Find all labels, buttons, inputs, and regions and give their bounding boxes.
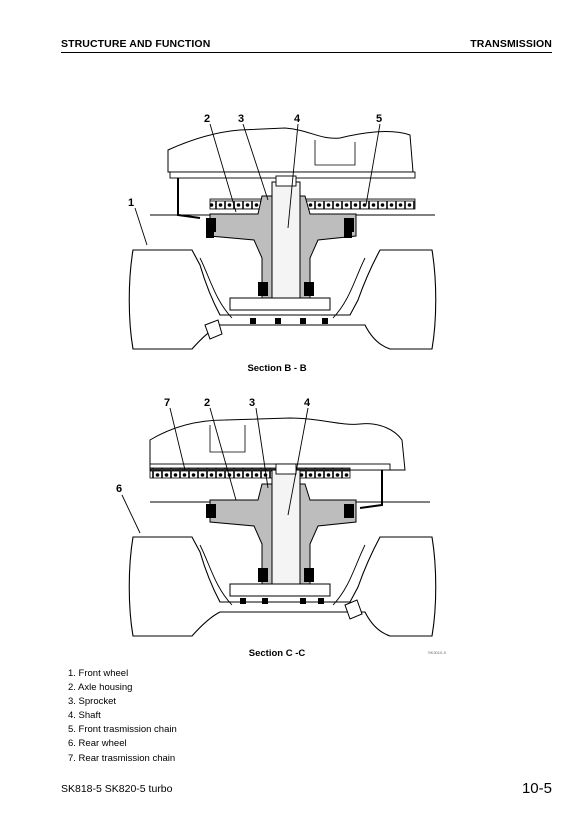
section-c-c-drawing: 7 2 3 4 6 <box>116 397 437 637</box>
callout-7: 7 <box>164 397 170 409</box>
legend-item: 2. Axle housing <box>68 682 133 694</box>
legend-item: 4. Shaft <box>68 710 101 722</box>
footer-model: SK818-5 SK820-5 turbo <box>61 783 173 795</box>
callout-5: 5 <box>376 113 382 125</box>
header-section-title: STRUCTURE AND FUNCTION <box>61 38 211 50</box>
figure-code: SK3010-5 <box>428 650 446 655</box>
callout-1: 1 <box>128 197 134 209</box>
section-c-c-caption: Section C -C <box>248 648 306 659</box>
footer-page-number: 10-5 <box>521 780 552 797</box>
callout-2: 2 <box>204 113 210 125</box>
legend-item: 1. Front wheel <box>68 668 129 679</box>
legend-item: 3. Sprocket <box>68 696 117 708</box>
parts-legend: 1. Front wheel 2. Axle housing 3. Sprock… <box>68 667 177 766</box>
callout-3b: 3 <box>249 397 255 409</box>
section-b-b-drawing: 1 2 3 4 5 <box>128 113 437 350</box>
legend-item: 7. Rear trasmission chain <box>68 752 176 764</box>
callout-2b: 2 <box>204 397 210 409</box>
callout-3: 3 <box>238 113 244 125</box>
header-rule <box>61 52 552 53</box>
section-b-b-caption: Section B - B <box>247 363 307 374</box>
header-chapter-title: TRANSMISSION <box>470 38 552 50</box>
callout-4: 4 <box>294 113 301 125</box>
callout-4b: 4 <box>304 397 311 409</box>
legend-item: 5. Front trasmission chain <box>68 724 177 736</box>
callout-6: 6 <box>116 483 122 495</box>
legend-item: 6. Rear wheel <box>68 738 127 750</box>
